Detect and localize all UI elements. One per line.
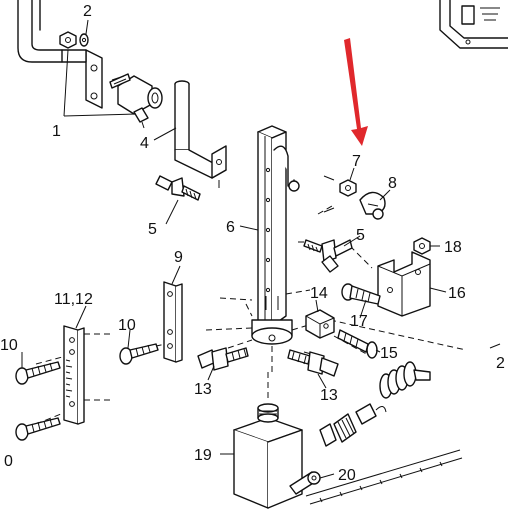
callout-numbers: 1 2 4 5 6 7 8 5 18 16 14 17 15 9 11,12 1… <box>0 3 505 484</box>
callout-9: 9 <box>174 249 183 266</box>
callout-8: 8 <box>388 175 397 192</box>
callout-10-left: 10 <box>0 337 18 354</box>
wing-bolt-13-left <box>197 347 249 371</box>
bracket-part-4 <box>174 80 227 188</box>
ruler-part-11-12 <box>63 325 85 425</box>
callout-13-right: 13 <box>320 387 338 404</box>
control-unit-top-right <box>439 0 508 49</box>
mounting-plate <box>61 49 103 109</box>
callout-0: 0 <box>4 453 13 470</box>
callout-18: 18 <box>444 239 462 256</box>
bolt-part-17 <box>341 283 381 305</box>
callout-5-right: 5 <box>356 227 365 244</box>
callout-15: 15 <box>380 345 398 362</box>
highlight-arrow <box>344 38 368 146</box>
bracket-part-14 <box>305 309 335 339</box>
bolt-part-15 <box>337 329 378 359</box>
callout-2: 2 <box>83 3 92 20</box>
spring-cable-assembly <box>305 361 463 505</box>
callout-16: 16 <box>448 285 466 302</box>
clamp-assembly <box>109 73 163 129</box>
callout-20: 20 <box>338 467 356 484</box>
screw-part-0 <box>15 417 61 441</box>
fitting-part-20 <box>289 471 321 495</box>
callout-11-12: 11,12 <box>54 291 93 308</box>
wing-bolt-5-left <box>155 175 201 201</box>
frame-bracket <box>17 0 63 63</box>
bracket-part-16 <box>377 251 431 317</box>
callout-6: 6 <box>226 219 235 236</box>
post-part-6 <box>251 125 300 345</box>
wing-bolt-5-right <box>303 239 353 273</box>
pin-part-8 <box>359 191 386 220</box>
wing-bolt-13-right <box>287 349 339 377</box>
clip-part-7 <box>323 175 357 213</box>
callout-2-right: 2 <box>496 355 505 372</box>
callout-13-left: 13 <box>194 381 212 398</box>
callout-5-left: 5 <box>148 221 157 238</box>
screw-part-10-center <box>119 343 159 365</box>
callout-14: 14 <box>310 285 328 302</box>
callout-4: 4 <box>140 135 149 152</box>
screw-part-10-left <box>15 361 61 385</box>
callout-1: 1 <box>52 123 61 140</box>
bar-part-9 <box>163 281 183 363</box>
callout-19: 19 <box>194 447 212 464</box>
leader-lines <box>21 19 501 479</box>
nut-part-2 <box>59 31 89 49</box>
callout-10-center: 10 <box>118 317 136 334</box>
nut-part-18 <box>413 237 431 255</box>
tank-part-19 <box>233 403 303 509</box>
callout-7: 7 <box>352 153 361 170</box>
callout-17: 17 <box>350 313 368 330</box>
